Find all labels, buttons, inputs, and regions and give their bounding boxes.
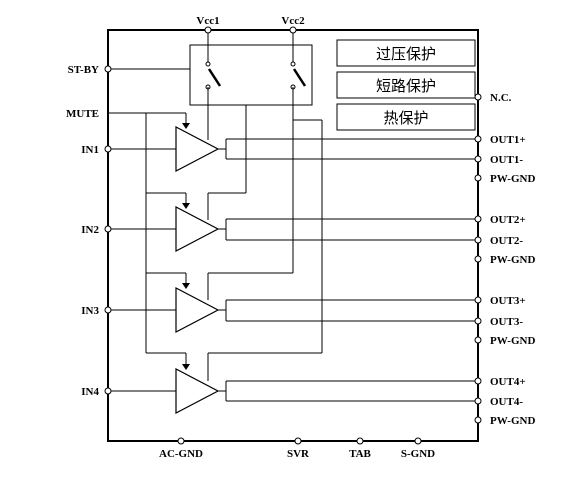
overvoltage-protection-box [336,39,476,67]
switch1-contact-top [205,61,211,67]
out3-pos-pin [474,296,482,304]
st-by-pin [104,65,112,73]
overvoltage-protection-label: 过压保护 [376,45,436,63]
out2-pos-pin [474,215,482,223]
vcc2-label: Vcc2 [281,15,305,27]
out4-neg-label: OUT4- [490,396,523,408]
pw-gnd1-label: PW-GND [490,173,535,185]
out1-pos-label: OUT1+ [490,134,526,146]
in1-label: IN1 [81,144,99,156]
pw-gnd1-pin [474,174,482,182]
mute-arrow-3 [182,283,190,289]
out2-neg-pin [474,236,482,244]
out1-neg-label: OUT1- [490,154,523,166]
mute-arrow-1 [182,123,190,129]
in4-label: IN4 [81,386,99,398]
pw-gnd2-pin [474,255,482,263]
vcc1-label: Vcc1 [196,15,219,27]
in1-pin [104,145,112,153]
pw-gnd3-pin [474,336,482,344]
out1-neg-pin [474,155,482,163]
short-circuit-protection-box [336,71,476,99]
in3-pin [104,306,112,314]
thermal-protection-box [336,103,476,131]
s-gnd-label: S-GND [401,448,435,460]
tab-label: TAB [349,448,371,460]
in2-pin [104,225,112,233]
mute-arrow-2 [182,203,190,209]
pw-gnd3-label: PW-GND [490,335,535,347]
s-gnd-pin [414,437,422,445]
amplifier-1 [175,126,220,172]
pw-gnd4-pin [474,416,482,424]
out4-pos-label: OUT4+ [490,376,526,388]
amplifier-2 [175,206,220,252]
out2-neg-label: OUT2- [490,235,523,247]
nc-pin [474,93,482,101]
nc-label: N.C. [490,92,512,104]
svr-label: SVR [287,448,310,460]
out4-neg-pin [474,397,482,405]
out4-pos-pin [474,377,482,385]
switch1-blade [207,68,222,87]
standby-switch-box [189,44,313,106]
out3-neg-label: OUT3- [490,316,523,328]
switch2-contact-top [290,61,296,67]
pw-gnd4-label: PW-GND [490,415,535,427]
out1-pos-pin [474,135,482,143]
in4-pin [104,387,112,395]
ac-gnd-label: AC-GND [159,448,203,460]
short-circuit-protection-label: 短路保护 [376,77,436,95]
ac-gnd-pin [177,437,185,445]
out3-pos-label: OUT3+ [490,295,526,307]
mute-arrow-4 [182,364,190,370]
vcc2-pin [289,26,297,34]
mute-label: MUTE [66,108,99,120]
svr-pin [294,437,302,445]
tab-pin [356,437,364,445]
amplifier-4 [175,368,220,414]
pw-gnd2-label: PW-GND [490,254,535,266]
in3-label: IN3 [81,305,99,317]
amplifier-3 [175,287,220,333]
in2-label: IN2 [81,224,99,236]
st-by-label: ST-BY [68,64,99,76]
thermal-protection-label: 热保护 [383,109,428,127]
out3-neg-pin [474,317,482,325]
out2-pos-label: OUT2+ [490,214,526,226]
vcc1-pin [204,26,212,34]
switch2-blade [292,68,307,87]
